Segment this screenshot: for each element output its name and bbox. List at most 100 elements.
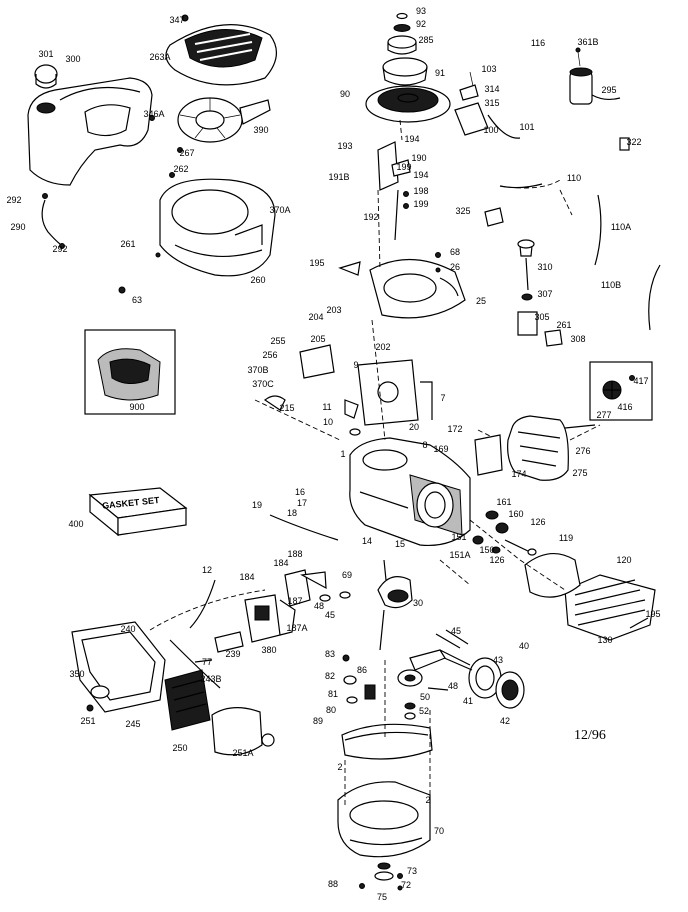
callout-275: 275 (572, 468, 587, 478)
callout-251: 251 (80, 716, 95, 726)
rotating-screen (177, 97, 271, 153)
callout-91: 91 (435, 68, 445, 78)
callout-245: 245 (125, 719, 140, 729)
callout-191B: 191B (328, 172, 349, 182)
condenser (569, 47, 630, 151)
callout-305: 305 (534, 312, 549, 322)
callout-48: 48 (448, 681, 458, 691)
callout-20: 20 (409, 422, 419, 432)
callout-193: 193 (337, 141, 352, 151)
crankshaft (377, 559, 413, 651)
callout-90: 90 (340, 89, 350, 99)
callout-93: 93 (416, 6, 426, 16)
callout-307: 307 (537, 289, 552, 299)
callout-42: 42 (500, 716, 510, 726)
callout-380: 380 (261, 645, 276, 655)
callout-192: 192 (363, 212, 378, 222)
callout-63: 63 (132, 295, 142, 305)
callout-184: 184 (239, 572, 254, 582)
callout-276: 276 (575, 446, 590, 456)
callout-151: 151 (451, 532, 466, 542)
callout-255: 255 (270, 336, 285, 346)
callout-215: 215 (279, 403, 294, 413)
air-cleaner-base (71, 621, 275, 756)
callout-417: 417 (633, 376, 648, 386)
callout-12: 12 (202, 565, 212, 575)
callout-400: 400 (68, 519, 83, 529)
callout-88: 88 (328, 879, 338, 889)
callout-361B: 361B (577, 37, 598, 47)
callout-240: 240 (120, 624, 135, 634)
callout-190: 190 (411, 153, 426, 163)
callout-100: 100 (483, 125, 498, 135)
cylinder-block (344, 399, 471, 547)
callout-194: 194 (404, 134, 419, 144)
callout-195: 195 (309, 258, 324, 268)
callout-10: 10 (323, 417, 333, 427)
callout-19: 19 (252, 500, 262, 510)
callout-263A: 263A (149, 52, 170, 62)
callout-416: 416 (617, 402, 632, 412)
fuel-tank (27, 64, 155, 186)
ignition-module (454, 71, 521, 139)
callout-119: 119 (559, 533, 573, 543)
callout-390: 390 (253, 125, 268, 135)
callout-52: 52 (419, 706, 429, 716)
callout-370C: 370C (252, 379, 274, 389)
callout-45: 45 (451, 626, 461, 636)
callout-68: 68 (450, 247, 460, 257)
callout-130: 130 (597, 635, 612, 645)
connecting-rod (397, 649, 449, 691)
wires (484, 179, 661, 331)
callout-2: 2 (425, 795, 430, 805)
callout-17: 17 (297, 498, 307, 508)
callout-75: 75 (377, 892, 387, 902)
callout-70: 70 (434, 826, 444, 836)
callout-69: 69 (342, 570, 352, 580)
callout-350: 350 (69, 669, 84, 679)
callout-150: 150 (479, 545, 494, 555)
carburetor (244, 569, 351, 643)
callout-116: 116 (531, 38, 545, 48)
callout-8: 8 (422, 440, 427, 450)
callout-25: 25 (476, 296, 486, 306)
callout-187: 187 (287, 596, 302, 606)
callout-15: 15 (395, 539, 405, 549)
callout-126: 126 (530, 517, 545, 527)
intake-gasket (357, 359, 433, 426)
callout-346A: 346A (143, 109, 164, 119)
callout-14: 14 (362, 536, 372, 546)
callout-310: 310 (537, 262, 552, 272)
callout-292: 292 (52, 244, 67, 254)
spark-arrestor (589, 361, 653, 421)
callout-169: 169 (433, 444, 448, 454)
callout-203: 203 (326, 305, 341, 315)
air-filter-cover (165, 14, 277, 86)
callout-110A: 110A (611, 222, 631, 232)
callout-41: 41 (463, 696, 473, 706)
callout-50: 50 (420, 692, 430, 702)
callout-325: 325 (455, 206, 470, 216)
callout-239: 239 (225, 649, 240, 659)
air-vane (263, 261, 361, 411)
callout-199: 199 (413, 199, 428, 209)
callout-18: 18 (287, 508, 297, 518)
callout-16: 16 (295, 487, 305, 497)
callout-314: 314 (484, 84, 499, 94)
callout-202: 202 (375, 342, 390, 352)
gasket-set-box: GASKET SET (88, 487, 188, 537)
flywheel (365, 12, 451, 123)
callout-295: 295 (601, 85, 616, 95)
callout-89: 89 (313, 716, 323, 726)
callout-262: 262 (173, 164, 188, 174)
dipstick-tube (517, 239, 563, 347)
blower-housing (118, 172, 276, 294)
callout-126: 126 (489, 555, 504, 565)
callout-308: 308 (570, 334, 585, 344)
valves (472, 510, 537, 556)
callout-40: 40 (519, 641, 529, 651)
callout-30: 30 (413, 598, 423, 608)
callout-184: 184 (273, 558, 288, 568)
callout-205: 205 (310, 334, 325, 344)
